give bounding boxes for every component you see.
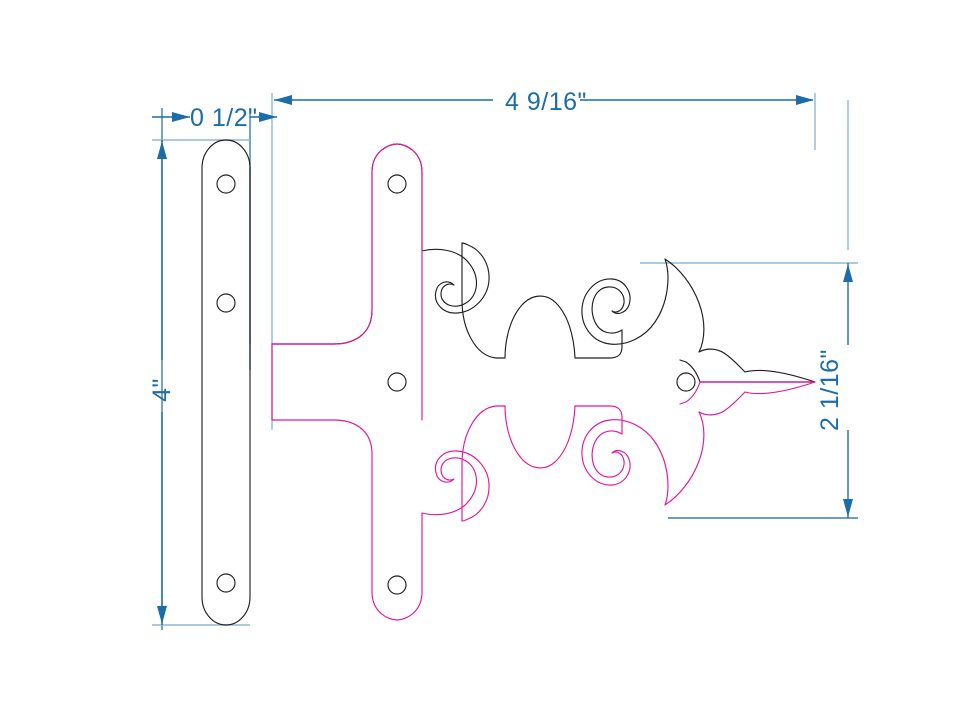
arrow-left-half [259, 112, 277, 122]
dimension-strap-height: 2 1/16" [816, 263, 853, 518]
dim-label-leaf-height: 4" [148, 378, 176, 402]
decorative-strap-upper [249, 143, 816, 383]
strap-hole-top-icon [387, 174, 407, 194]
arrow-right-half [172, 112, 190, 122]
dim-label-strap-length: 4 9/16" [505, 88, 587, 116]
dim-label-leaf-offset: 0 1/2" [190, 104, 257, 132]
leaf-hole-top-icon [216, 174, 236, 194]
arrow-up-4in [157, 141, 167, 159]
mounting-holes [216, 174, 696, 595]
arrow-down-2116 [843, 499, 853, 517]
arrow-up-2116 [843, 264, 853, 282]
extension-lines [152, 93, 858, 630]
arrow-right-4916 [796, 95, 814, 105]
dimension-strap-length: 4 9/16" [274, 88, 814, 116]
arrow-down-4in [157, 606, 167, 624]
decorative-strap-lower [271, 143, 816, 621]
strap-hole-center-icon [387, 372, 407, 392]
strap-hole-bottom-icon [387, 575, 407, 595]
dimension-leaf-offset: 0 1/2" [152, 104, 277, 132]
arrow-left-4916 [274, 95, 292, 105]
strap-hole-tip-icon [676, 372, 696, 392]
leaf-hole-bottom-icon [216, 573, 236, 593]
leaf-hole-mid-icon [216, 293, 236, 313]
hinge-leaf-outline [201, 139, 251, 626]
dimension-leaf-height: 4" [148, 140, 176, 625]
dim-label-strap-height: 2 1/16" [816, 349, 844, 431]
